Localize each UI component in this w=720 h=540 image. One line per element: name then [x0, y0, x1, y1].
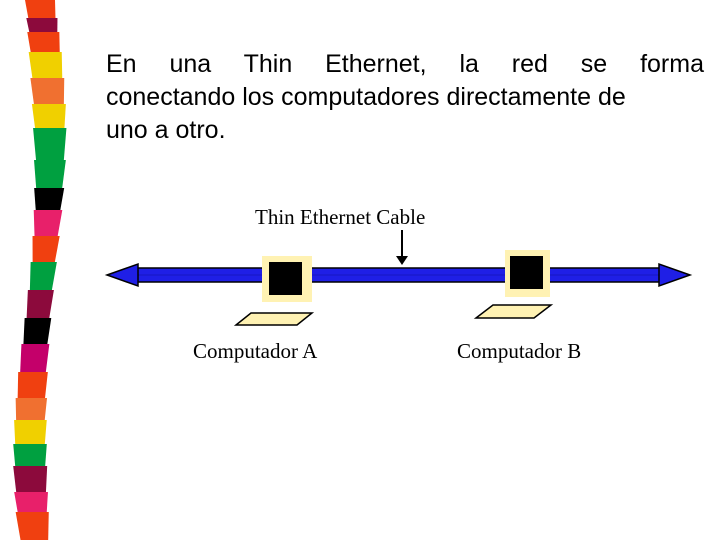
monitor-screen — [510, 256, 543, 289]
computer-a-icon — [236, 256, 312, 325]
computer-b-label: Computador B — [457, 339, 581, 364]
keyboard — [476, 305, 551, 318]
label-pointer-arrow-head — [396, 256, 408, 265]
cable-right-arrow-icon — [659, 264, 690, 286]
monitor-screen — [269, 262, 302, 295]
computer-b-icon — [476, 250, 551, 318]
computer-a-label: Computador A — [193, 339, 317, 364]
keyboard — [236, 313, 312, 325]
thin-ethernet-cable — [107, 264, 690, 286]
cable-left-arrow-icon — [107, 264, 138, 286]
cable-label: Thin Ethernet Cable — [255, 205, 425, 230]
